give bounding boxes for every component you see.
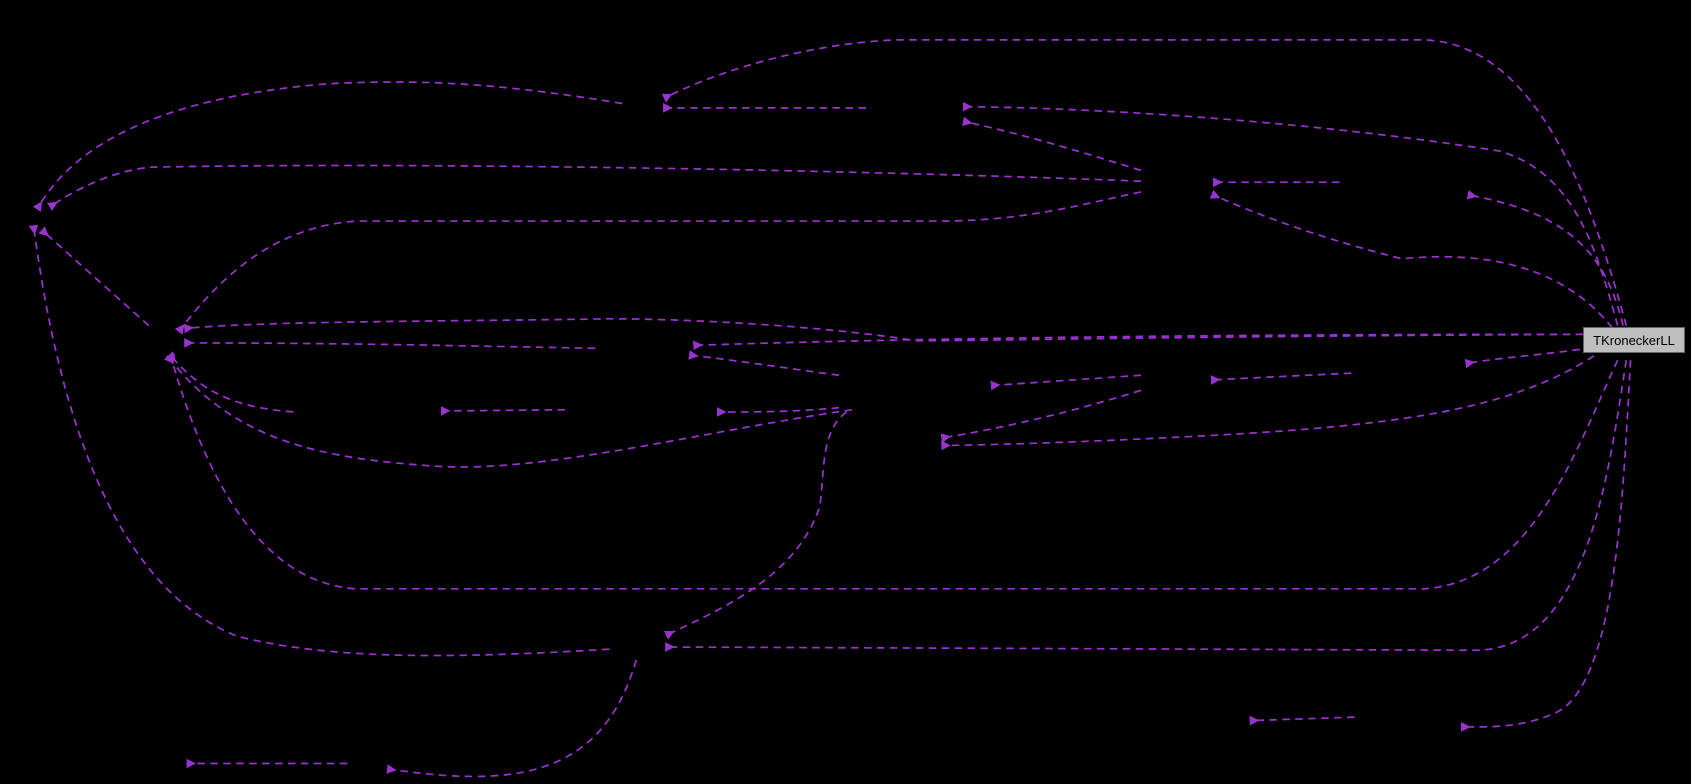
edge	[663, 411, 848, 640]
edge	[1210, 372, 1352, 385]
edge	[184, 338, 596, 350]
edge	[1249, 715, 1355, 726]
edge	[1461, 360, 1632, 732]
edge	[38, 226, 150, 327]
edge	[174, 191, 1142, 335]
node-label: TKroneckerLL	[1593, 332, 1675, 348]
edge	[386, 659, 638, 778]
edge	[941, 355, 1595, 451]
edge	[716, 406, 840, 417]
edge	[32, 81, 623, 212]
edge	[665, 360, 1628, 652]
edge	[962, 101, 1619, 326]
edge	[165, 353, 1619, 590]
edge	[940, 389, 1142, 443]
edge	[165, 351, 294, 413]
edge	[183, 317, 1584, 342]
edge	[990, 374, 1142, 391]
dependency-edges	[28, 39, 1632, 778]
edge	[163, 353, 853, 468]
edge	[1464, 348, 1581, 369]
edge	[28, 224, 610, 657]
edge	[1466, 190, 1624, 326]
node-tkroneckerll[interactable]: TKroneckerLL	[1583, 327, 1685, 353]
edge	[961, 116, 1142, 172]
edge	[688, 350, 840, 377]
edge	[46, 164, 1142, 212]
edge	[440, 406, 566, 416]
edge	[661, 39, 1628, 326]
edge	[1209, 189, 1613, 329]
